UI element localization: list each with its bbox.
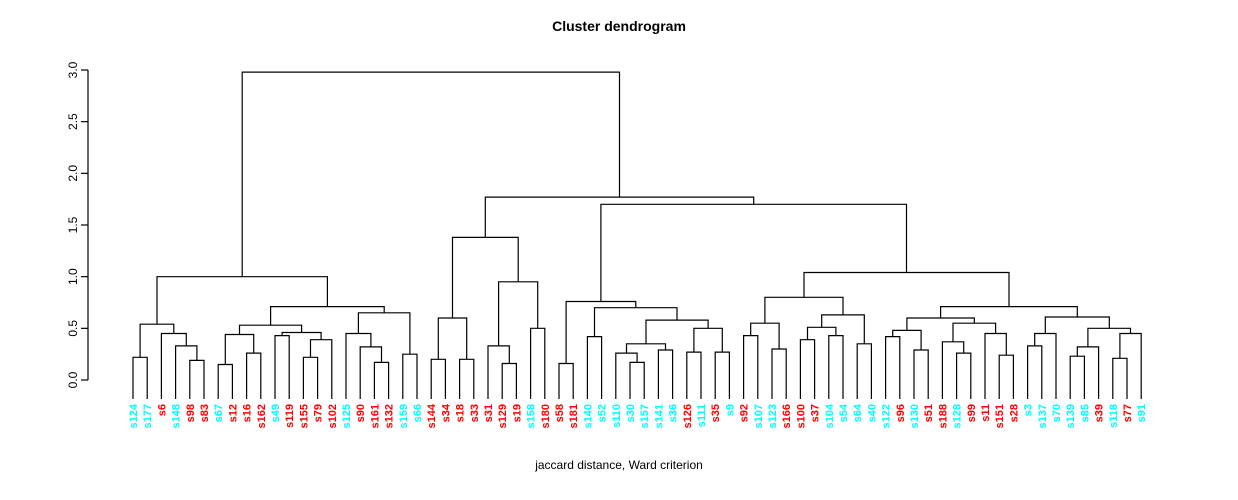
leaf-label-s66: s66 (412, 404, 424, 422)
leaf-label-s96: s96 (895, 404, 907, 422)
leaf-label-s28: s28 (1008, 404, 1020, 422)
leaf-label-s100: s100 (795, 404, 807, 428)
leaf-label-s139: s139 (1065, 404, 1077, 428)
leaf-label-s11: s11 (980, 404, 992, 422)
leaf-label-s18: s18 (455, 404, 467, 422)
leaf-label-s35: s35 (710, 404, 722, 422)
leaf-label-s12: s12 (227, 404, 239, 422)
leaf-label-s126: s126 (682, 404, 694, 428)
leaf-label-s151: s151 (994, 404, 1006, 428)
leaf-label-s36: s36 (668, 404, 680, 422)
x-axis-caption: jaccard distance, Ward criterion (535, 458, 703, 472)
leaf-label-s6: s6 (156, 404, 168, 416)
leaf-label-s16: s16 (242, 404, 254, 422)
leaf-label-s51: s51 (923, 404, 935, 422)
y-axis-tick-label: 1.0 (66, 268, 80, 285)
leaf-label-s180: s180 (540, 404, 552, 428)
leaf-label-s188: s188 (937, 404, 949, 428)
leaf-label-s177: s177 (142, 404, 154, 428)
leaf-label-s92: s92 (739, 404, 751, 422)
leaf-label-s33: s33 (469, 404, 481, 422)
leaf-label-s64: s64 (852, 403, 864, 422)
leaf-label-s132: s132 (384, 404, 396, 428)
leaf-label-s166: s166 (781, 404, 793, 428)
leaf-label-s129: s129 (497, 404, 509, 428)
leaf-label-s9: s9 (724, 404, 736, 416)
leaf-label-s77: s77 (1122, 404, 1134, 422)
leaf-label-s54: s54 (838, 403, 850, 422)
leaf-label-s40: s40 (866, 404, 878, 422)
leaf-label-s118: s118 (1108, 404, 1120, 428)
leaf-label-s162: s162 (256, 404, 268, 428)
y-axis: 0.0 0.5 1.0 1.5 2.0 2.5 3.0 (66, 61, 89, 388)
leaf-label-s123: s123 (767, 404, 779, 428)
y-axis-tick-label: 0.0 (66, 371, 80, 388)
leaf-label-s111: s111 (696, 404, 708, 427)
leaf-label-s159: s159 (398, 404, 410, 428)
leaf-label-s124: s124 (128, 403, 140, 428)
leaf-label-s158: s158 (526, 404, 538, 428)
leaf-label-s104: s104 (824, 403, 836, 428)
leaf-label-s49: s49 (270, 404, 282, 422)
leaf-label-s157: s157 (639, 404, 651, 428)
leaf-label-s91: s91 (1136, 404, 1148, 422)
leaf-label-s34: s34 (440, 403, 452, 422)
leaf-label-s119: s119 (284, 404, 296, 428)
leaf-label-s130: s130 (909, 404, 921, 428)
leaf-label-s98: s98 (185, 404, 197, 422)
leaf-label-s37: s37 (810, 404, 822, 422)
y-axis-tick-label: 2.0 (66, 165, 80, 182)
leaf-label-s67: s67 (213, 404, 225, 422)
leaf-label-s99: s99 (966, 404, 978, 422)
leaf-label-s161: s161 (369, 404, 381, 428)
leaf-label-s122: s122 (881, 404, 893, 428)
leaf-label-s83: s83 (199, 404, 211, 422)
leaf-label-s39: s39 (1094, 404, 1106, 422)
leaf-label-s181: s181 (568, 404, 580, 428)
leaf-label-s140: s140 (582, 404, 594, 428)
y-axis-tick-label: 3.0 (66, 61, 80, 78)
chart-title: Cluster dendrogram (552, 18, 686, 34)
leaf-label-s30: s30 (625, 404, 637, 422)
dendrogram-links (132, 71, 1142, 399)
leaf-label-s31: s31 (483, 404, 495, 422)
y-axis-tick-label: 0.5 (66, 320, 80, 337)
leaf-label-s128: s128 (952, 404, 964, 428)
leaf-label-s137: s137 (1037, 404, 1049, 428)
leaf-label-s79: s79 (313, 404, 325, 422)
leaf-label-s148: s148 (171, 404, 183, 428)
leaf-label-s107: s107 (753, 404, 765, 428)
leaf-label-s85: s85 (1079, 404, 1091, 422)
leaf-label-s125: s125 (341, 404, 353, 428)
leaf-label-s141: s141 (653, 404, 665, 428)
leaf-label-s155: s155 (298, 404, 310, 428)
leaf-label-s19: s19 (511, 404, 523, 422)
y-axis-tick-label: 2.5 (66, 113, 80, 130)
y-axis-tick-label: 1.5 (66, 216, 80, 233)
leaf-label-s110: s110 (611, 404, 623, 428)
leaf-label-s3: s3 (1023, 404, 1035, 416)
leaf-label-s70: s70 (1051, 404, 1063, 422)
leaf-label-s144: s144 (426, 403, 438, 428)
leaf-label-s102: s102 (327, 404, 339, 428)
leaf-label-s90: s90 (355, 404, 367, 422)
leaf-label-s52: s52 (597, 404, 609, 422)
leaf-label-s58: s58 (554, 404, 566, 422)
